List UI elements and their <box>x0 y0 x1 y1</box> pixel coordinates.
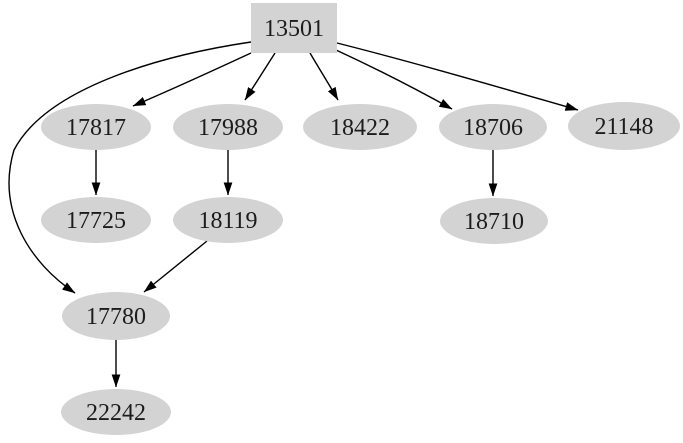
graph-node-18710: 18710 <box>440 198 548 244</box>
node-ellipse-shape <box>568 102 680 150</box>
node-box-shape <box>251 3 337 53</box>
edge-13501-to-21148 <box>336 42 579 111</box>
node-ellipse-shape <box>61 389 171 435</box>
edge-13501-to-17780 <box>8 41 252 294</box>
graph-node-21148: 21148 <box>568 102 680 150</box>
node-ellipse-shape <box>439 104 547 150</box>
node-label-13501: 13501 <box>264 16 324 42</box>
graph-node-17817: 17817 <box>41 104 151 150</box>
graph-node-17725: 17725 <box>41 197 151 243</box>
node-ellipse-shape <box>41 197 151 243</box>
graph-node-18706: 18706 <box>439 104 547 150</box>
node-label-22242: 22242 <box>86 400 146 426</box>
graph-node-17780: 17780 <box>62 292 170 340</box>
edges-layer <box>8 41 579 388</box>
node-label-21148: 21148 <box>594 114 653 140</box>
node-label-17988: 17988 <box>198 115 258 141</box>
edge-13501-to-18422 <box>309 52 339 101</box>
edge-13501-to-17817 <box>132 52 252 107</box>
edge-18119-to-17780 <box>143 240 208 293</box>
node-label-18119: 18119 <box>198 208 257 234</box>
node-label-17817: 17817 <box>66 115 126 141</box>
graph-node-18119: 18119 <box>173 197 283 243</box>
node-label-18710: 18710 <box>464 209 524 235</box>
graph-node-13501: 13501 <box>251 3 337 53</box>
node-ellipse-shape <box>173 104 283 150</box>
node-ellipse-shape <box>303 104 417 150</box>
nodes-layer: 13501 17817 17988 18422 18706 21148 17725 18119… <box>41 3 680 435</box>
node-label-18422: 18422 <box>330 115 390 141</box>
node-ellipse-shape <box>440 198 548 244</box>
node-ellipse-shape <box>62 292 170 340</box>
node-ellipse-shape <box>173 197 283 243</box>
node-label-17780: 17780 <box>86 304 146 330</box>
graph-node-17988: 17988 <box>173 104 283 150</box>
edge-13501-to-17988 <box>244 52 276 101</box>
node-label-17725: 17725 <box>66 208 126 234</box>
edge-13501-to-18706 <box>335 49 453 110</box>
graph-node-18422: 18422 <box>303 104 417 150</box>
node-label-18706: 18706 <box>463 115 523 141</box>
node-ellipse-shape <box>41 104 151 150</box>
graph-node-22242: 22242 <box>61 389 171 435</box>
